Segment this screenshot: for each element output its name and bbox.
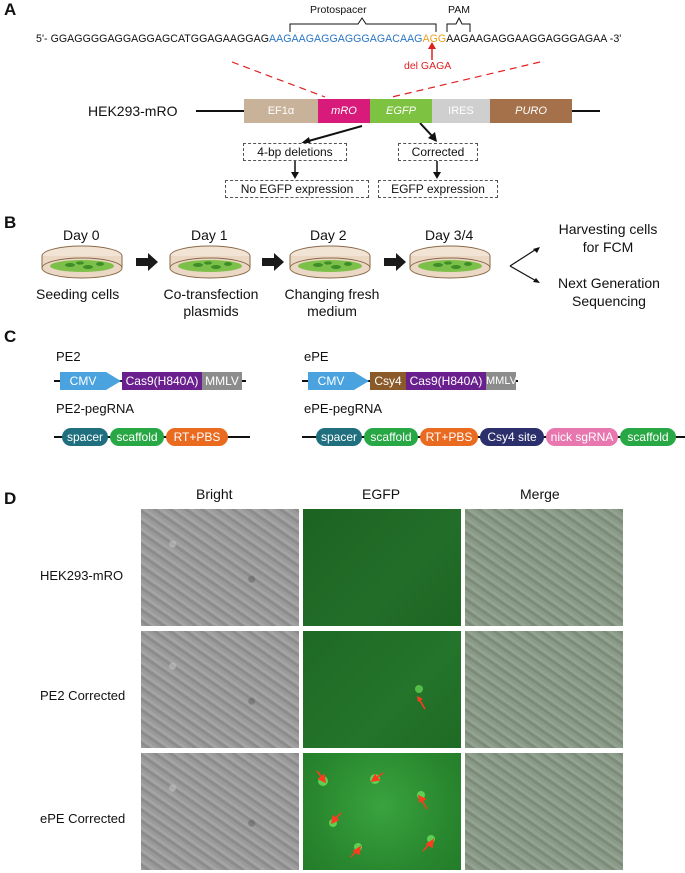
protospacer-brace	[289, 17, 437, 32]
image-hek-bright	[141, 509, 299, 626]
image-pe2-egfp	[303, 631, 461, 748]
epe-peg-title: ePE-pegRNA	[304, 401, 383, 416]
epe-title: ePE	[304, 349, 329, 364]
outcome-ngs: Next Generation Sequencing	[558, 275, 660, 309]
column-egfp: EGFP	[362, 486, 401, 502]
pe2-peg-title: PE2-pegRNA	[56, 401, 135, 416]
epe-peg-nick-sgrna: nick sgRNA	[546, 428, 618, 446]
epe-peg-csy4site: Csy4 site	[480, 428, 544, 446]
panel-a-label: A	[4, 0, 17, 19]
panel-b-label: B	[4, 213, 17, 232]
column-bright: Bright	[196, 486, 233, 502]
image-epe-bright	[141, 753, 299, 870]
pe2-egfp-markers	[415, 685, 426, 710]
epe-peg-spacer: spacer	[316, 428, 362, 446]
dish-day0	[41, 245, 123, 279]
row-hek293-mro: HEK293-mRO	[40, 568, 124, 583]
day0-label: Day 0	[63, 227, 100, 243]
pe2-cmv-label: CMV	[69, 374, 97, 388]
pe2-title: PE2	[56, 349, 81, 364]
pe2-cmv-arrow	[60, 372, 121, 390]
epe-cas9: Cas9(H840A)	[406, 372, 486, 390]
epe-csy4: Csy4	[370, 372, 406, 390]
deletion-label: del GAGA	[404, 60, 452, 72]
flow-arrow-2	[262, 253, 284, 271]
segment-puro: PURO	[490, 99, 572, 123]
flow-arrow-1	[136, 253, 158, 271]
seq-prefix: 5'- GGAGGGGAGGAGGAGCATGGAGAAGGAG	[36, 33, 269, 45]
epe-peg-scaffold2: scaffold	[620, 428, 676, 446]
day2-label: Day 2	[310, 227, 347, 243]
image-epe-merge	[465, 753, 623, 870]
image-epe-egfp	[303, 753, 461, 870]
seq-pam: AGG	[422, 33, 447, 45]
outcome-corrected-box: Corrected	[398, 143, 478, 161]
pam-label: PAM	[448, 4, 470, 16]
pe2-cas9: Cas9(H840A)	[122, 372, 202, 390]
outcome-fcm: Harvesting cells for FCM	[558, 221, 658, 255]
pam-brace	[446, 16, 471, 32]
seq-suffix: AAGAAGAGGAAGGAGGGAGAA -3'	[446, 33, 622, 45]
dish-day34	[409, 245, 491, 279]
day34-label: Day 3/4	[425, 227, 474, 243]
arrow-to-corrected	[419, 122, 434, 138]
pe2-mmlv: MMLV	[202, 372, 242, 390]
panel-d-label: D	[4, 489, 17, 508]
arrow-to-deletion	[304, 125, 363, 143]
day0-caption: Seeding cells	[36, 286, 120, 302]
dish-day1	[169, 245, 251, 279]
construct-label: HEK293-mRO	[88, 103, 178, 119]
segment-ires: IRES	[432, 99, 490, 123]
epe-egfp-markers	[316, 770, 435, 858]
pe2-peg-rtpbs: RT+PBS	[166, 428, 228, 446]
pe2-peg-spacer: spacer	[62, 428, 108, 446]
row-pe2-corrected: PE2 Corrected	[40, 688, 126, 703]
day2-caption: Changing fresh medium	[284, 286, 380, 319]
epe-cmv-label: CMV	[317, 374, 345, 388]
segment-egfp: EGFP	[370, 99, 432, 123]
image-pe2-merge	[465, 631, 623, 748]
epe-mmlv: MMLV	[486, 372, 517, 390]
no-egfp-box: No EGFP expression	[225, 180, 369, 198]
branch-arrow-down	[509, 265, 539, 283]
epe-peg-rtpbs: RT+PBS	[420, 428, 478, 446]
image-hek-egfp	[303, 509, 461, 626]
dish-day2	[289, 245, 371, 279]
epe-cmv-arrow	[308, 372, 369, 390]
pe2-peg-scaffold: scaffold	[110, 428, 164, 446]
outcome-deletion-box: 4-bp deletions	[243, 143, 347, 161]
zoom-line-right	[391, 61, 541, 98]
row-epe-corrected: ePE Corrected	[40, 811, 126, 826]
day1-caption: Co-transfection plasmids	[163, 286, 259, 319]
panel-b-graphics	[41, 245, 540, 283]
flow-arrow-3	[384, 253, 406, 271]
down-arrow-left	[291, 172, 299, 179]
segment-mro: mRO	[318, 99, 370, 123]
column-merge: Merge	[520, 486, 560, 502]
segment-ef1a: EF1α	[244, 99, 318, 123]
day1-label: Day 1	[191, 227, 228, 243]
epe-peg-scaffold: scaffold	[364, 428, 418, 446]
seq-protospacer: AAGAAGAGGAGGGAGACAAG	[269, 33, 423, 45]
zoom-line-left	[231, 61, 326, 98]
protospacer-label: Protospacer	[310, 4, 367, 16]
egfp-expression-box: EGFP expression	[378, 180, 498, 198]
branch-arrow-up	[509, 247, 539, 267]
image-pe2-bright	[141, 631, 299, 748]
panel-c-label: C	[4, 327, 17, 346]
target-sequence: 5'- GGAGGGGAGGAGGAGCATGGAGAAGGAGAAGAAGAG…	[36, 33, 621, 45]
down-arrow-right	[433, 172, 441, 179]
image-hek-merge	[465, 509, 623, 626]
